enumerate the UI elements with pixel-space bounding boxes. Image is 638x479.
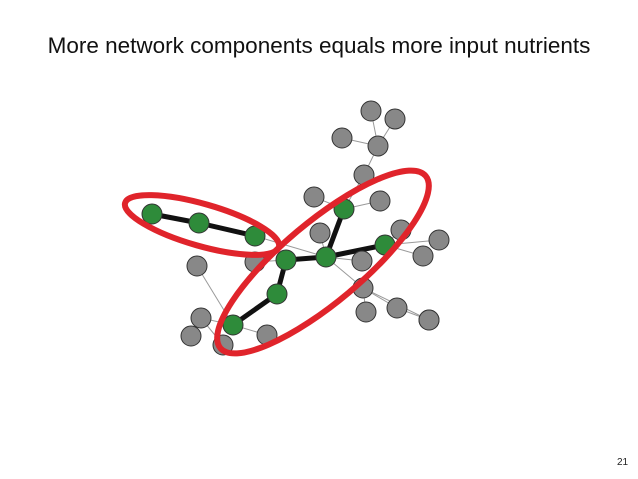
active-node-g7: [275, 249, 297, 271]
inactive-node-n4: [367, 135, 389, 157]
active-node-g6: [315, 246, 337, 268]
inactive-node-n3: [331, 127, 353, 149]
active-node-g2: [188, 212, 210, 234]
node-layer: [141, 100, 450, 356]
inactive-node-n13: [351, 250, 373, 272]
inactive-node-n12: [309, 222, 331, 244]
inactive-node-n10: [412, 245, 434, 267]
slide-title: More network components equals more inpu…: [47, 33, 591, 58]
inactive-node-n17: [355, 301, 377, 323]
inactive-node-n9: [428, 229, 450, 251]
active-node-g1: [141, 203, 163, 225]
active-node-g4: [222, 314, 244, 336]
highlight-layer: [121, 167, 432, 357]
highlight-ellipse-right-component: [214, 167, 432, 357]
inactive-node-n7: [369, 190, 391, 212]
inactive-node-n19: [418, 309, 440, 331]
inactive-node-n21: [190, 307, 212, 329]
slide-number: 21: [617, 457, 629, 468]
inactive-node-n6: [303, 186, 325, 208]
inactive-node-n18: [386, 297, 408, 319]
active-node-g5: [266, 283, 288, 305]
inactive-edge-g3-g6: [254, 235, 327, 258]
inactive-node-n11: [186, 255, 208, 277]
inactive-node-n22: [180, 325, 202, 347]
inactive-node-n1: [360, 100, 382, 122]
inactive-node-n2: [384, 108, 406, 130]
